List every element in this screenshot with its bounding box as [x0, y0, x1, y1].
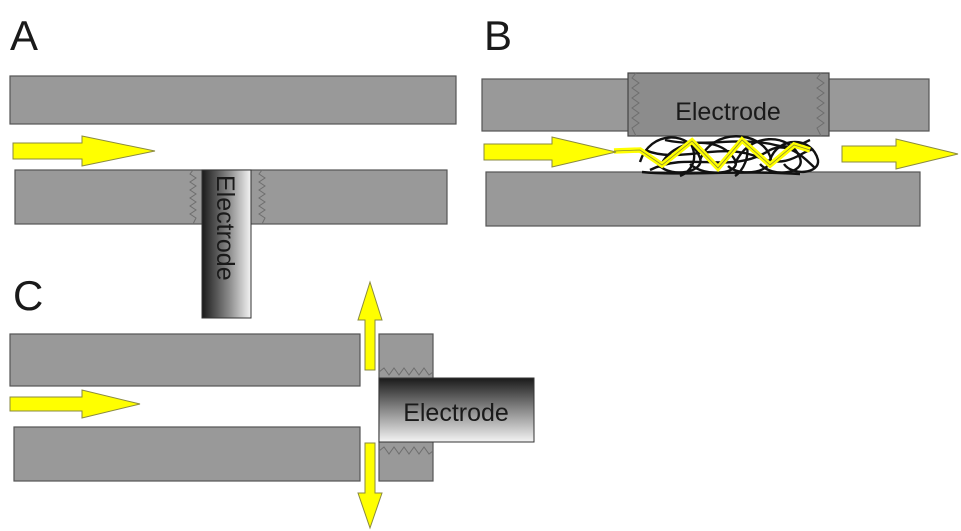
- panel-b-discharge-path-outline: [613, 139, 811, 169]
- panel-a: A Electrode: [9, 12, 457, 319]
- panel-a-letter: A: [10, 12, 38, 59]
- panel-a-electrode-label: Electrode: [211, 175, 239, 281]
- panel-c-flow-arrow: [9, 389, 141, 419]
- panel-b: B Electrode: [481, 12, 959, 227]
- panel-c-bottom-plate: [13, 426, 361, 482]
- panel-a-threads: [189, 169, 266, 225]
- panel-a-top-plate: [9, 75, 457, 125]
- panel-b-bottom-plate: [485, 171, 921, 227]
- panel-c-electrode-label: Electrode: [403, 399, 509, 427]
- panel-c: C Electrode: [9, 272, 535, 530]
- panel-a-flow-arrow: [12, 135, 156, 167]
- panel-b-electrode: [627, 72, 830, 137]
- panel-b-electrode-label: Electrode: [675, 98, 781, 126]
- panel-c-top-plate: [9, 333, 361, 387]
- panel-a-electrode: [201, 169, 252, 319]
- panel-c-threads: [378, 367, 434, 455]
- panel-b-letter: B: [484, 12, 512, 59]
- panel-b-outlet-arrow: [841, 138, 959, 170]
- panel-c-up-arrow: [357, 280, 383, 371]
- panel-c-down-arrow: [357, 442, 383, 530]
- panel-c-letter: C: [13, 272, 43, 319]
- panel-c-electrode: [378, 377, 535, 443]
- panel-b-threads: [631, 72, 825, 137]
- panel-b-inlet-arrow: [483, 136, 617, 168]
